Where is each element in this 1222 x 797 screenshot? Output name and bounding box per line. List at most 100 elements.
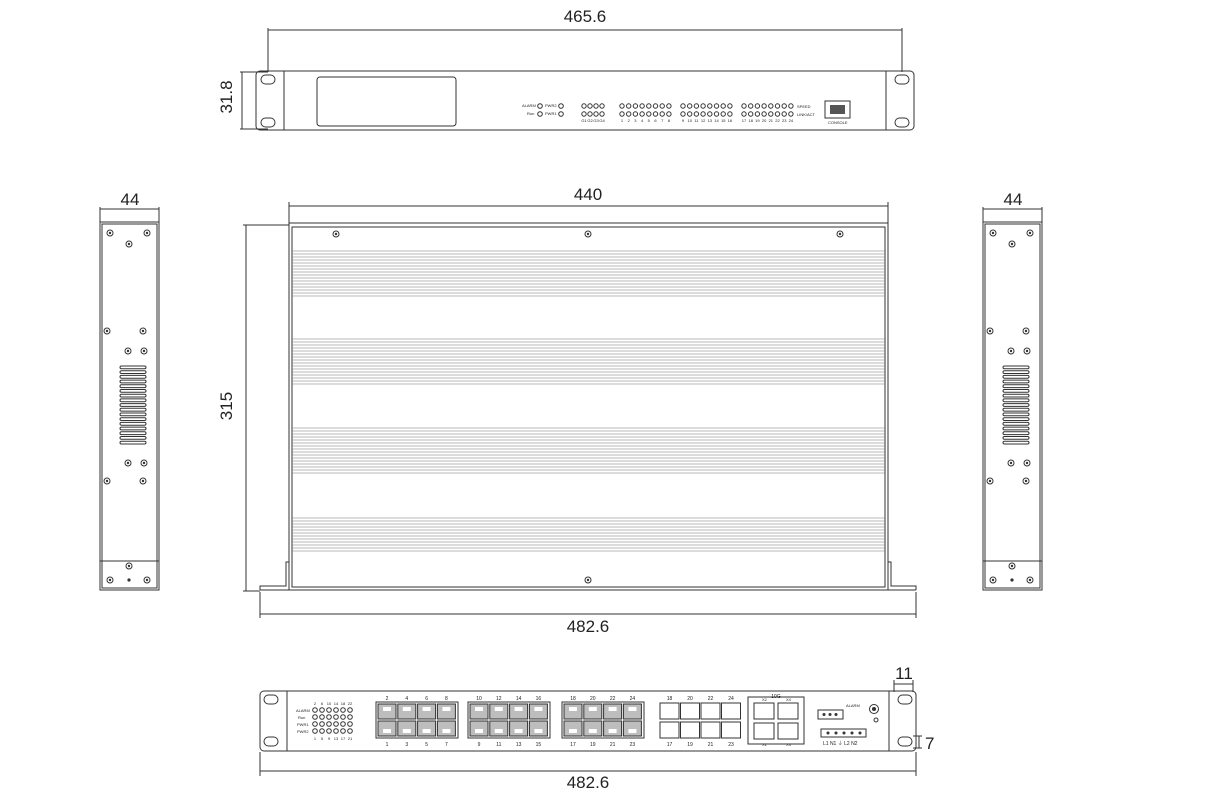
- dim-top-depth: 315: [217, 392, 236, 420]
- vent-slot: [119, 379, 147, 384]
- led: [748, 103, 754, 109]
- port-number: 6: [654, 118, 657, 123]
- rj45-port: [622, 720, 642, 737]
- led: [347, 728, 353, 734]
- led: [619, 103, 625, 109]
- vent-slot: [1002, 379, 1030, 384]
- rj45-port-number: 1: [386, 742, 389, 748]
- led: [319, 721, 325, 727]
- led: [727, 111, 733, 117]
- led: [333, 728, 339, 734]
- rj45-port-number: 4: [405, 696, 408, 702]
- led: [781, 103, 787, 109]
- screw: [103, 327, 111, 335]
- led: [599, 111, 605, 117]
- rj45-block: [375, 701, 459, 739]
- vent-slot: [119, 407, 147, 412]
- alarm-terminal: [817, 709, 844, 720]
- rear-led-pwr1: PWR1: [297, 722, 309, 727]
- led: [319, 728, 325, 734]
- led: [687, 103, 693, 109]
- rj45-port: [436, 703, 456, 720]
- led: [693, 103, 700, 109]
- screw: [125, 240, 133, 248]
- dim-rear-hole: 7: [925, 734, 934, 753]
- heatsink-fins: [292, 250, 885, 552]
- sfp-port: [721, 702, 741, 720]
- port-number: 16: [728, 118, 733, 123]
- front-status-pwr2: PWR2: [545, 103, 557, 108]
- screw: [1026, 229, 1034, 237]
- port-number: 18: [748, 118, 753, 123]
- rj45-port-number: 23: [630, 742, 636, 748]
- port-number: 15: [721, 118, 726, 123]
- screw: [139, 327, 147, 335]
- port-number: 1: [621, 118, 624, 123]
- screw: [125, 562, 133, 570]
- led: [626, 111, 632, 117]
- vent-slot: [1002, 440, 1030, 445]
- front-status-pwr1: PWR1: [545, 111, 557, 116]
- sfp-port: [700, 702, 721, 720]
- led: [754, 111, 761, 117]
- led: [659, 103, 665, 109]
- led: [713, 103, 720, 109]
- ear-slot: [260, 74, 276, 85]
- rear-led-pwr2: PWR2: [297, 729, 309, 734]
- vent-slot: [119, 398, 147, 403]
- sfp-port: [721, 721, 741, 739]
- dim-front-height: 31.8: [217, 80, 236, 113]
- port-number: 4: [641, 118, 644, 123]
- led-number: 21: [348, 736, 353, 741]
- screw: [106, 576, 114, 584]
- led: [774, 103, 781, 109]
- vent-slot: [1002, 393, 1030, 398]
- led: [581, 103, 587, 109]
- sfp-port-number: 20: [687, 696, 693, 702]
- led: [319, 714, 325, 720]
- rj45-port-number: 18: [570, 696, 576, 702]
- g-port-number: G4: [599, 118, 605, 123]
- power-terminal: [820, 728, 867, 738]
- vent-slot: [1002, 436, 1030, 440]
- side-view-left: 44: [99, 190, 160, 591]
- led: [312, 728, 318, 734]
- led: [666, 103, 672, 109]
- led: [340, 721, 346, 727]
- screw: [989, 576, 997, 584]
- led: [741, 111, 747, 117]
- label-window: [316, 76, 457, 127]
- rj45-port: [583, 720, 603, 737]
- sfp-port-number: 18: [667, 696, 673, 702]
- vent-slot: [119, 384, 147, 389]
- led-number: 2: [314, 701, 317, 706]
- port-number: 5: [648, 118, 651, 123]
- rj45-port: [603, 703, 623, 720]
- sfp-port-number: 21: [708, 742, 714, 748]
- screw: [106, 229, 114, 237]
- vent-slot: [1002, 421, 1030, 426]
- led-number: 5: [321, 736, 324, 741]
- led: [581, 111, 587, 117]
- rj45-port: [489, 720, 509, 737]
- rj45-port: [489, 703, 509, 720]
- vent-slot: [119, 412, 147, 417]
- front-speed-label: SPEED: [797, 104, 811, 109]
- led: [754, 103, 761, 109]
- port-number: 17: [742, 118, 747, 123]
- led: [326, 707, 332, 713]
- tenG-block: [747, 696, 805, 745]
- vent-slot: [1002, 417, 1030, 422]
- side-left-body: [99, 221, 160, 591]
- led: [693, 111, 700, 117]
- rj45-port: [377, 703, 397, 720]
- port-number: 7: [661, 118, 664, 123]
- front-status-run: Run: [527, 111, 534, 116]
- led: [680, 103, 686, 109]
- port-number: 2: [628, 118, 631, 123]
- led: [727, 103, 733, 109]
